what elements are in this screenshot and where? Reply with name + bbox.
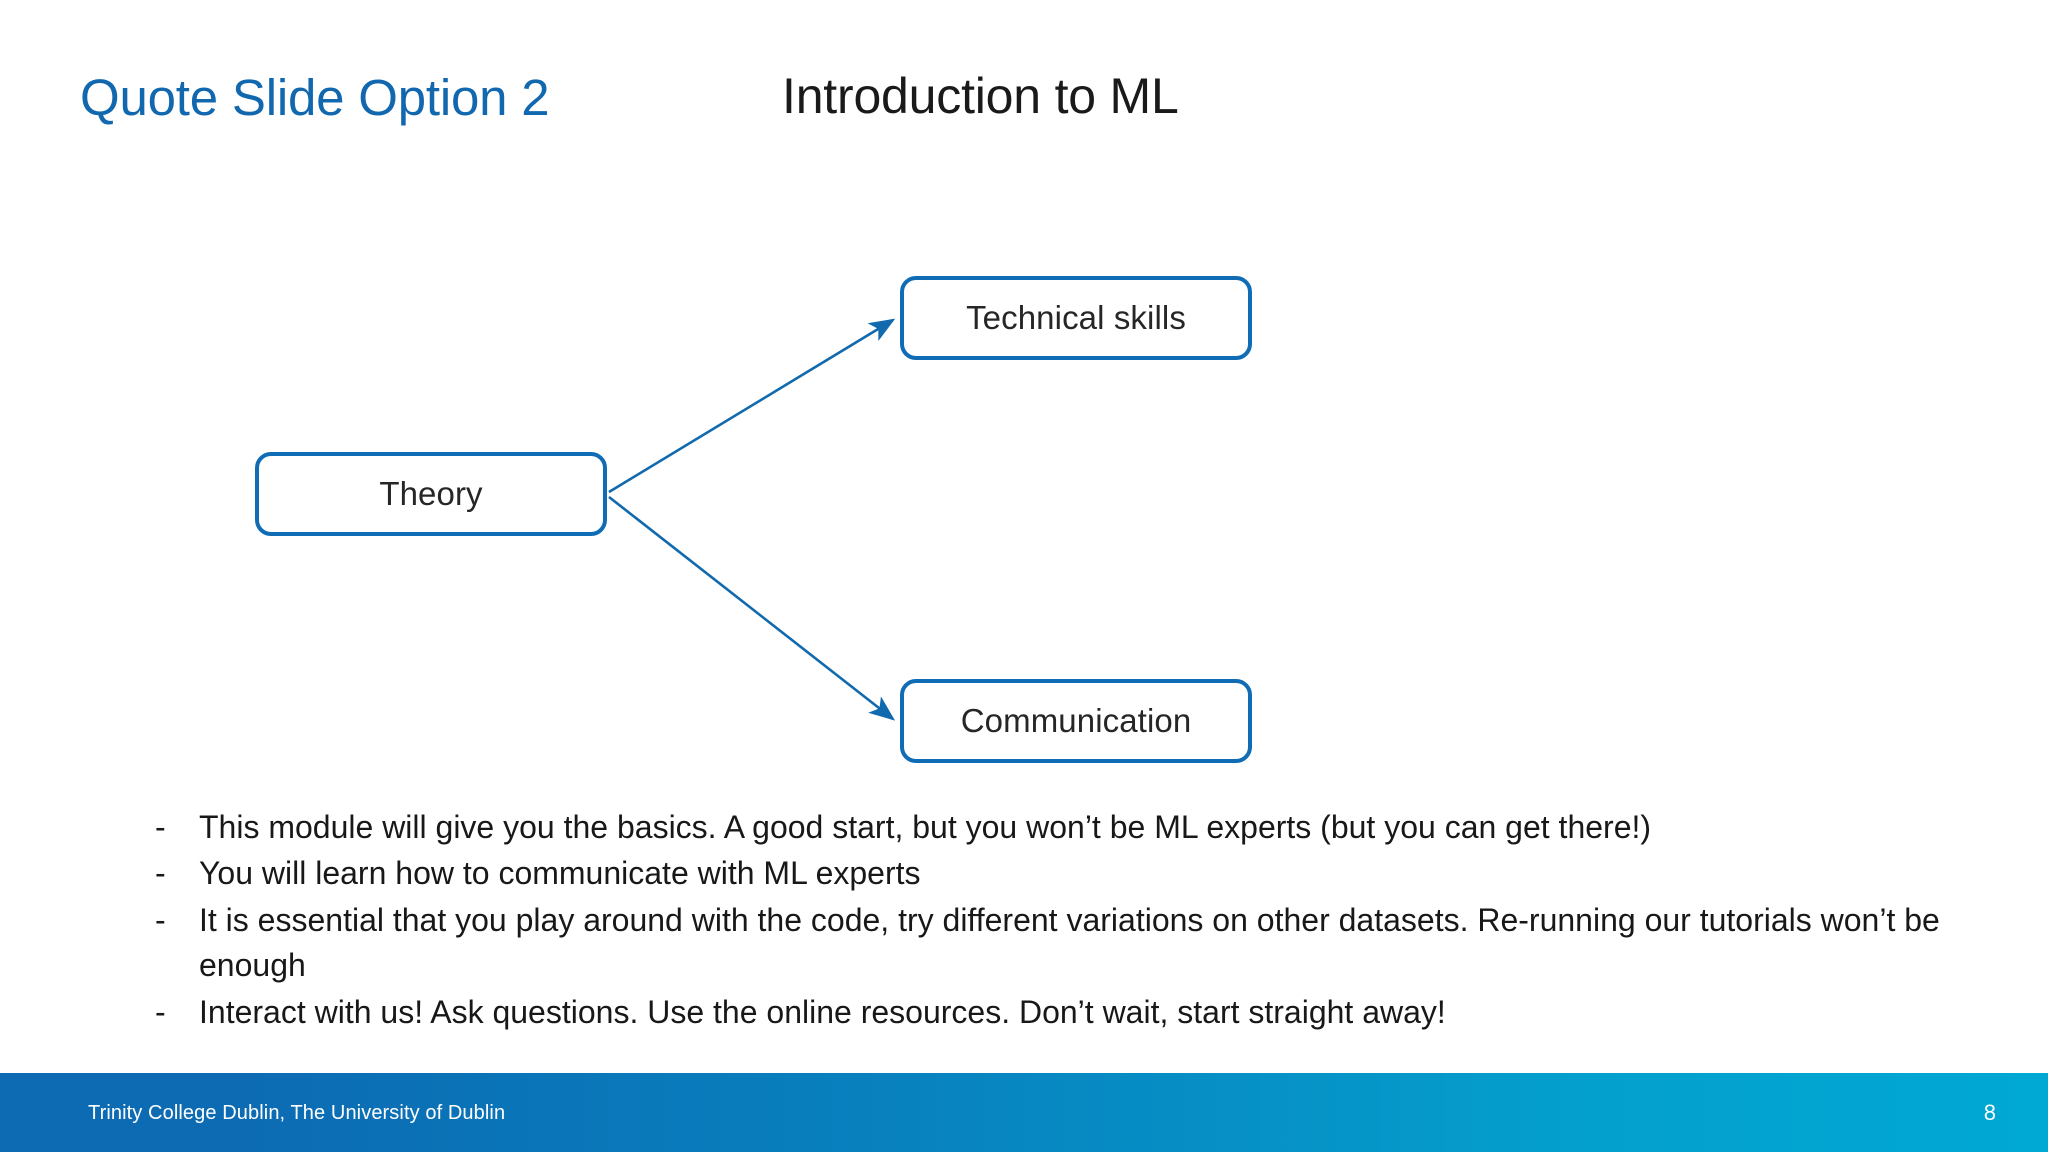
bullet-dash-icon: - [155,855,166,892]
edge-theory-to-communication [608,495,896,721]
list-item-text: You will learn how to communicate with M… [199,855,921,892]
list-item-text: It is essential that you play around wit… [199,901,1940,984]
diagram-node-technical-skills[interactable]: Technical skills [900,276,1252,360]
list-item: - This module will give you the basics. … [155,805,2015,850]
page-number-badge: 8 [1983,1100,1996,1125]
bullet-dash-icon: - [155,809,166,845]
bullet-dash-icon: - [155,993,166,1030]
diagram-node-theory[interactable]: Theory [255,452,607,536]
quote-slide-title: Quote Slide Option 2 [80,69,550,126]
list-item: - It is essential that you play around w… [155,898,2015,989]
footer-bar [0,1073,2048,1152]
list-item: - You will learn how to communicate with… [155,851,2015,896]
diagram-node-theory-label: Theory [379,475,483,512]
diagram-node-communication[interactable]: Communication [900,679,1252,763]
list-item-text: This module will give you the basics. A … [199,809,1652,845]
bullet-list: - This module will give you the basics. … [155,805,2015,1036]
bullet-dash-icon: - [155,901,166,938]
diagram-node-technical-skills-label: Technical skills [966,299,1186,336]
footer-organisation: Trinity College Dublin, The University o… [88,1102,506,1124]
list-item-text: Interact with us! Ask questions. Use the… [199,993,1446,1030]
list-item: - Interact with us! Ask questions. Use t… [155,990,2015,1035]
edge-theory-to-technical [608,318,896,494]
diagram-node-communication-label: Communication [960,702,1192,739]
page-title: Introduction to ML [782,68,1179,124]
